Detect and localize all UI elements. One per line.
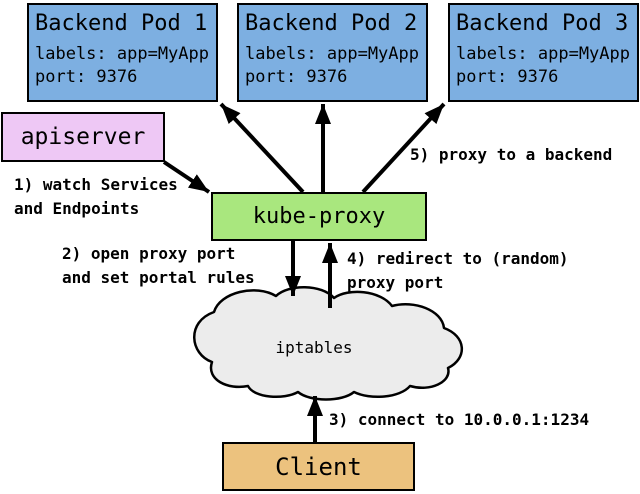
iptables-label: iptables	[275, 338, 353, 357]
step5-label: 5) proxy to a backend	[410, 143, 612, 167]
client-label: Client	[275, 452, 362, 481]
pod-port: port: 9376	[245, 67, 348, 87]
pod-port: port: 9376	[456, 67, 559, 87]
backend-pod-2-box: Backend Pod 2 labels: app=MyApp port: 93…	[237, 3, 428, 102]
arrow-apiserver-to-kube-proxy	[162, 160, 211, 194]
step3-label: 3) connect to 10.0.0.1:1234	[329, 408, 589, 432]
pod-title: Backend Pod 3	[456, 11, 629, 36]
backend-pod-3-box: Backend Pod 3 labels: app=MyApp port: 93…	[448, 3, 639, 102]
arrow-kube-proxy-to-pod1	[219, 102, 305, 194]
step5-line1: 5) proxy to a backend	[410, 145, 613, 164]
arrow-kube-proxy-to-pod3	[361, 102, 446, 194]
pod-labels: labels: app=MyApp	[35, 44, 209, 64]
pod-labels: labels: app=MyApp	[245, 44, 419, 64]
backend-pod-1-box: Backend Pod 1 labels: app=MyApp port: 93…	[27, 3, 218, 102]
pod-port: port: 9376	[35, 67, 138, 87]
step1-line2: and Endpoints	[14, 199, 140, 218]
kube-proxy-label: kube-proxy	[252, 204, 386, 229]
step2-line1: 2) open proxy port	[62, 244, 236, 263]
client-box: Client	[222, 442, 415, 491]
step4-line1: 4) redirect to (random)	[347, 249, 569, 268]
pod-title: Backend Pod 2	[245, 11, 418, 36]
apiserver-box: apiserver	[1, 112, 165, 162]
step4-label: 4) redirect to (random) proxy port	[347, 247, 569, 295]
iptables-cloud	[193, 286, 464, 401]
step1-line1: 1) watch Services	[14, 175, 178, 194]
step2-line2: and set portal rules	[62, 268, 255, 287]
pod-labels: labels: app=MyApp	[456, 44, 630, 64]
step1-label: 1) watch Services and Endpoints	[14, 173, 178, 221]
step2-label: 2) open proxy port and set portal rules	[62, 242, 255, 290]
kube-proxy-box: kube-proxy	[211, 192, 427, 241]
apiserver-label: apiserver	[20, 124, 146, 150]
step4-line2: proxy port	[347, 273, 444, 292]
step3-line1: 3) connect to 10.0.0.1:1234	[329, 410, 590, 429]
pod-title: Backend Pod 1	[35, 11, 208, 36]
